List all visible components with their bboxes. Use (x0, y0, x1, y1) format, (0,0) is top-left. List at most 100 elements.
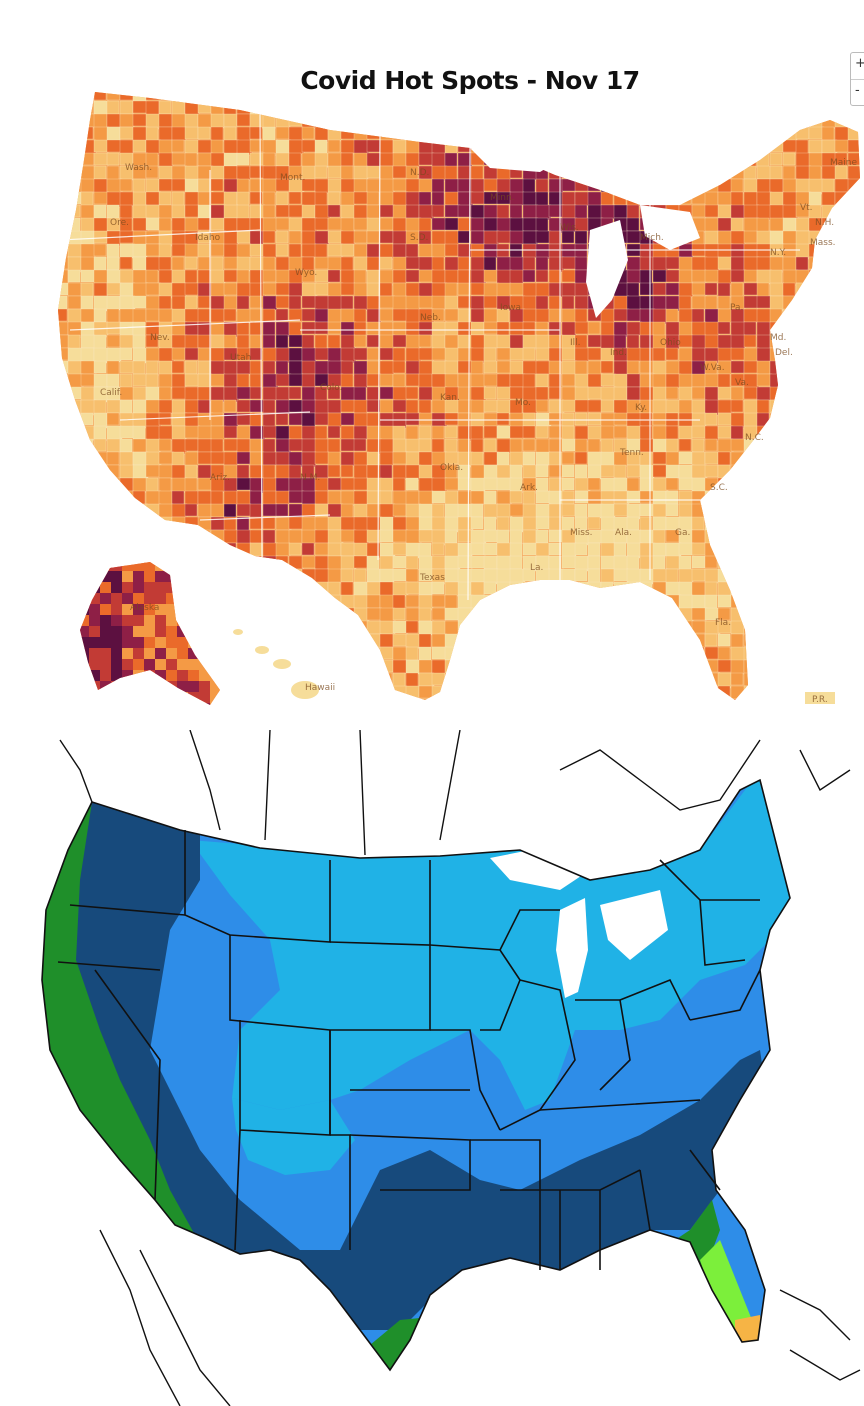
county-cell (730, 113, 746, 127)
county-cell (678, 360, 693, 377)
county-cell (340, 477, 356, 491)
county-cell (808, 100, 822, 116)
county-cell (600, 360, 614, 374)
county-cell (769, 308, 783, 323)
county-cell (353, 607, 370, 623)
alaska-borough-cell (144, 626, 156, 638)
county-cell (288, 646, 305, 660)
county-cell (587, 568, 601, 585)
county-cell (392, 425, 406, 442)
county-cell (366, 685, 380, 700)
county-cell (288, 152, 302, 168)
county-cell (535, 243, 551, 260)
county-cell (665, 386, 679, 400)
county-cell (795, 100, 810, 116)
county-cell (197, 178, 214, 194)
county-cell (210, 425, 227, 442)
county-cell (327, 126, 343, 142)
county-cell (236, 191, 250, 208)
zoom-in-button[interactable]: + (851, 53, 864, 80)
covid-choropleth-map[interactable]: Wash.Ore.IdahoMont.N.D.Minn.Wis.Mich.Mai… (0, 0, 864, 722)
county-cell (717, 126, 732, 140)
county-cell (353, 477, 369, 491)
county-cell (522, 672, 539, 686)
county-cell (158, 477, 172, 493)
county-cell (665, 438, 679, 455)
county-cell (327, 165, 342, 179)
county-cell (613, 113, 628, 128)
county-cell (158, 217, 172, 232)
map-title: Covid Hot Spots - Nov 17 (300, 66, 640, 95)
county-cell (587, 321, 601, 335)
alaska-borough-cell (89, 648, 101, 660)
county-cell (782, 308, 796, 322)
county-cell (600, 620, 614, 635)
county-cell (821, 607, 837, 621)
county-cell (301, 360, 317, 375)
county-cell (730, 698, 744, 700)
outlook-map[interactable] (0, 730, 864, 1406)
county-cell (795, 282, 811, 297)
county-cell (210, 269, 226, 285)
county-cell (600, 698, 617, 700)
county-cell (93, 217, 110, 234)
county-cell (249, 425, 266, 440)
county-cell (119, 113, 135, 128)
county-cell (743, 490, 758, 505)
county-cell (106, 282, 123, 296)
county-cell (808, 672, 824, 686)
county-cell (483, 438, 497, 455)
county-cell (405, 282, 422, 299)
county-cell (652, 295, 667, 312)
county-cell (782, 100, 797, 117)
state-label: Okla. (440, 463, 463, 473)
county-cell (678, 438, 692, 452)
county-cell (340, 581, 354, 598)
county-cell (535, 334, 550, 351)
county-cell (808, 529, 825, 545)
alaska-borough-cell (100, 626, 112, 638)
county-cell (379, 308, 394, 322)
county-cell (405, 399, 419, 416)
county-cell (444, 191, 459, 206)
county-cell (704, 425, 719, 442)
county-cell (366, 516, 383, 532)
county-cell (743, 113, 758, 127)
county-cell (730, 152, 745, 168)
alaska-borough-cell (133, 604, 145, 616)
county-cell (587, 386, 604, 400)
county-cell (626, 191, 643, 207)
county-cell (756, 100, 771, 114)
county-cell (769, 516, 783, 533)
county-cell (782, 698, 797, 700)
county-cell (431, 269, 446, 284)
county-cell (470, 451, 484, 468)
county-cell (327, 191, 341, 207)
county-cell (717, 607, 731, 621)
county-cell (340, 685, 356, 700)
county-cell (431, 360, 448, 377)
county-cell (392, 100, 407, 114)
alaska-borough-cell (188, 703, 200, 705)
state-label: Ind. (610, 348, 627, 358)
county-cell (431, 230, 447, 247)
county-cell (67, 113, 81, 128)
county-cell (730, 334, 746, 351)
county-cell (522, 191, 537, 206)
county-cell (808, 646, 825, 662)
county-cell (600, 451, 616, 468)
county-cell (145, 165, 159, 179)
county-cell (574, 256, 588, 271)
county-cell (392, 672, 406, 689)
county-cell (158, 347, 175, 364)
county-cell (730, 503, 746, 520)
county-cell (223, 529, 238, 544)
county-cell (652, 373, 667, 390)
county-cell (691, 594, 706, 610)
county-cell (821, 542, 836, 558)
alaska-borough-cell (89, 615, 101, 627)
county-cell (353, 204, 368, 220)
county-cell (522, 256, 536, 271)
county-cell (574, 321, 591, 335)
zoom-out-button[interactable]: - (855, 83, 860, 98)
